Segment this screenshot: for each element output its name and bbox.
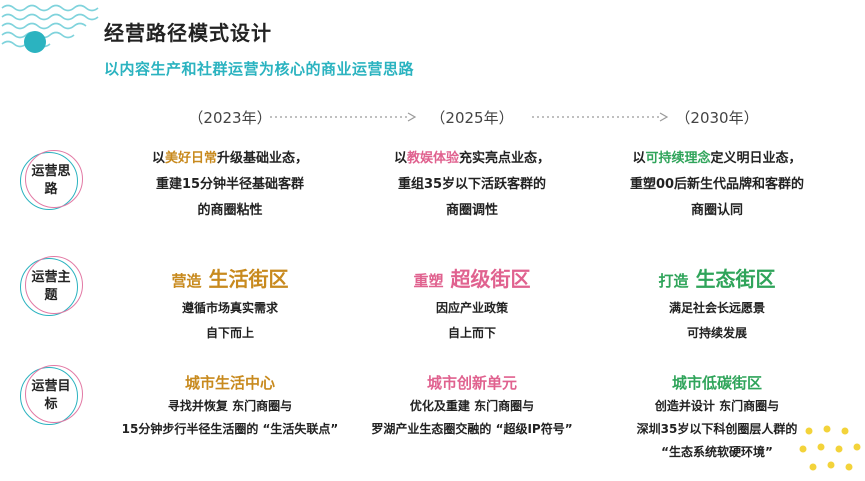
- timeline-arrows: [270, 112, 669, 122]
- row-label-strategy: 运营思路: [20, 150, 83, 210]
- theme-2025: 重塑 超级街区 因应产业政策 自上而下: [413, 267, 531, 340]
- ring-pink: [25, 256, 83, 314]
- goal-2025: 城市创新单元 优化及重建 东门商圈与 罗湖产业生态圈交融的 “超级IP符号”: [371, 374, 573, 436]
- ring-pink: [25, 365, 83, 423]
- strategy-2025: 以教娱体验充实亮点业态， 重组35岁以下活跃客群的 商圈调性: [393, 151, 551, 218]
- row-label-theme: 运营主题: [20, 256, 83, 316]
- theme-2030: 打造 生态街区 满足社会长远愿景 可持续发展: [658, 267, 776, 340]
- strategy-2030: 以可持续理念定义明日业态， 重塑00后新生代品牌和客群的 商圈认同: [629, 151, 805, 218]
- decorative-dots: [799, 425, 861, 471]
- goal-2023: 城市生活中心 寻找并恢复 东门商圈与 15分钟步行半径生活圈的 “生活失联点”: [121, 374, 339, 436]
- theme-2023: 营造 生活街区 遵循市场真实需求 自下而上: [171, 267, 289, 340]
- row-label-goal: 运营目标: [20, 365, 83, 425]
- page-subtitle: 以内容生产和社群运营为核心的商业运营思路: [104, 60, 415, 78]
- strategy-2023: 以美好日常升级基础业态， 重建15分钟半径基础客群 的商圈粘性: [151, 151, 309, 218]
- goal-2030: 城市低碳街区 创造并设计 东门商圈与 深圳35岁以下科创圈层人群的 “生态系统软…: [636, 374, 798, 459]
- year-2030: （2030年）: [675, 109, 759, 127]
- year-2025: （2025年）: [430, 109, 514, 127]
- decorative-waves: [1, 4, 99, 53]
- page-title: 经营路径模式设计: [104, 21, 272, 45]
- ring-pink: [25, 150, 83, 208]
- year-2023: （2023年）: [188, 109, 272, 127]
